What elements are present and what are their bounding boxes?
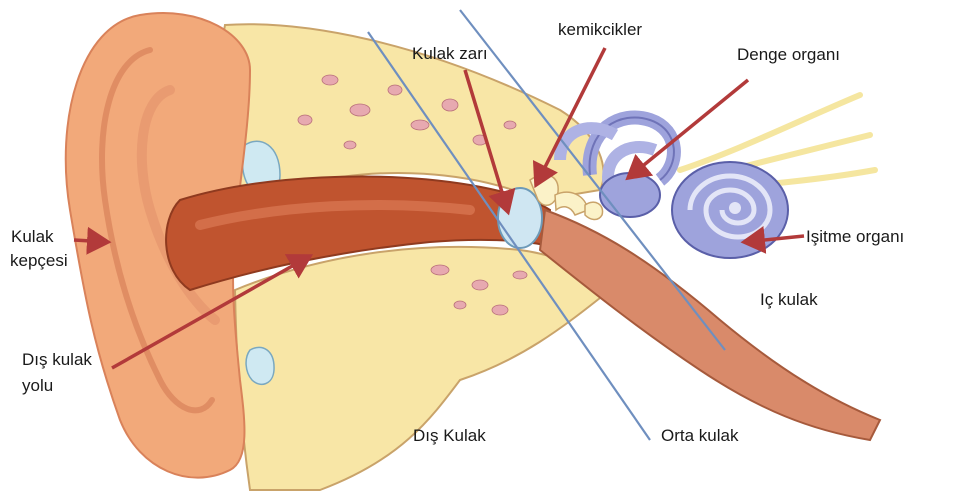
label-dis-kulak-yolu-line2: yolu xyxy=(22,375,53,396)
label-ic-kulak: Iç kulak xyxy=(760,289,818,310)
arrow-kulak-kepcesi xyxy=(74,240,108,242)
label-kulak-kepcesi-line2: kepçesi xyxy=(10,250,68,271)
label-denge-organi: Denge organı xyxy=(737,44,840,65)
label-kemikcikler: kemikcikler xyxy=(558,19,642,40)
vestibule xyxy=(600,173,660,217)
label-orta-kulak: Orta kulak xyxy=(661,425,738,446)
cartilage-pocket-lower xyxy=(246,347,274,384)
label-kulak-zari: Kulak zarı xyxy=(412,43,488,64)
label-dis-kulak: Dış Kulak xyxy=(413,425,486,446)
label-kulak-kepcesi-line1: Kulak xyxy=(11,226,54,247)
label-isitme-organi: Işitme organı xyxy=(806,226,904,247)
label-dis-kulak-yolu-line1: Dış kulak xyxy=(22,349,92,370)
lower-bone xyxy=(235,247,610,490)
cochlea xyxy=(672,162,788,258)
